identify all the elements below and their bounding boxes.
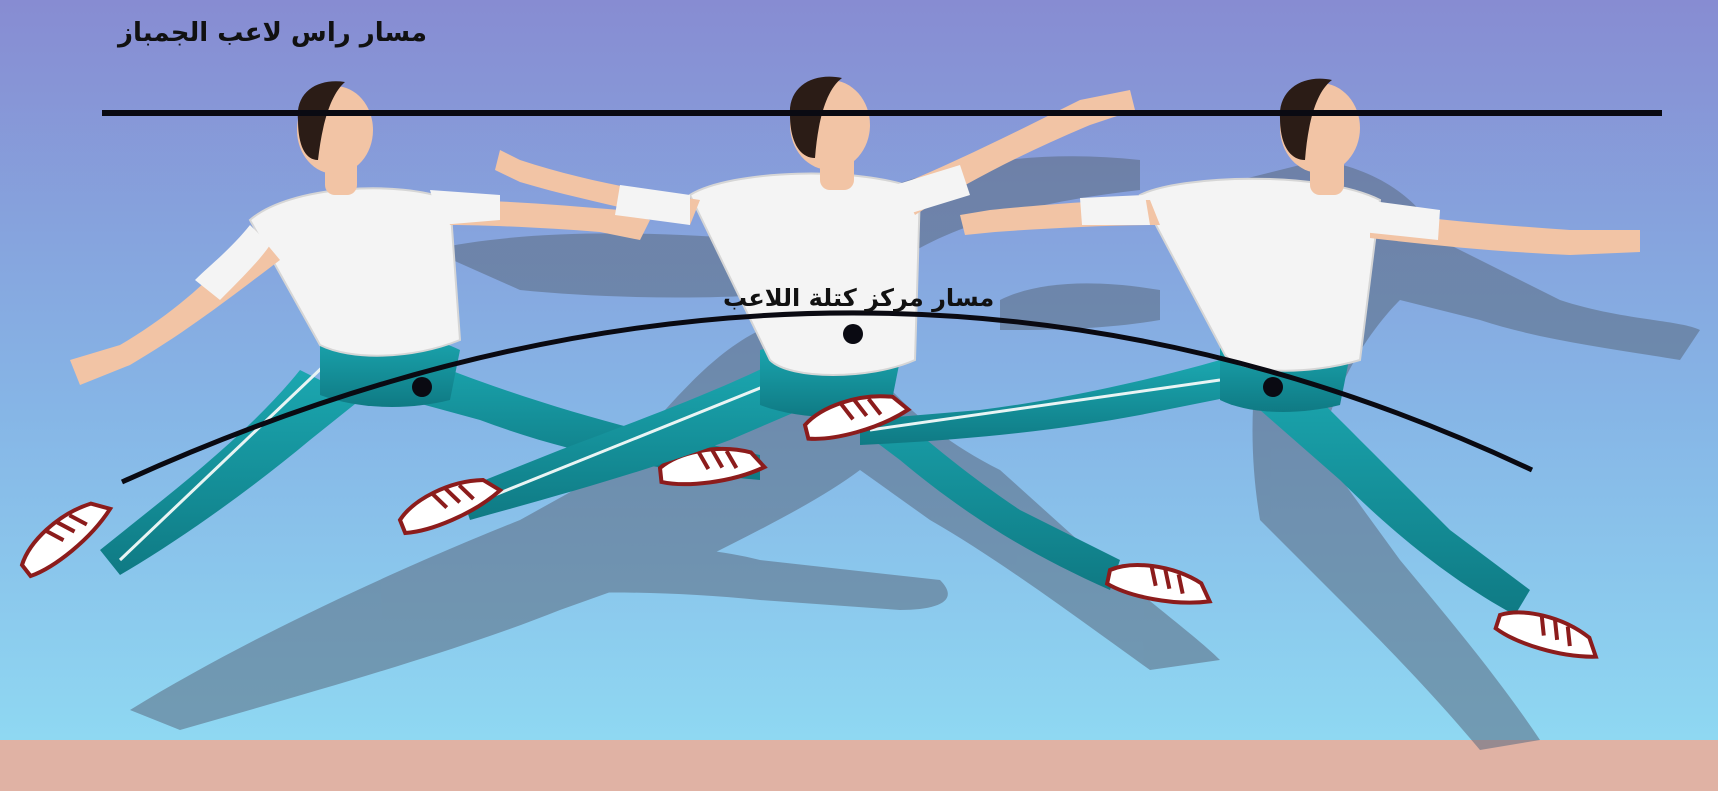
floor (0, 740, 1718, 791)
head-path-label: مسار راس لاعب الجمباز (118, 18, 427, 48)
center-of-mass-point-left (412, 377, 432, 397)
center-of-mass-point-right (1263, 377, 1283, 397)
center-of-mass-path-label: مسار مركز كتلة اللاعب (723, 284, 994, 312)
center-of-mass-point-middle (843, 324, 863, 344)
